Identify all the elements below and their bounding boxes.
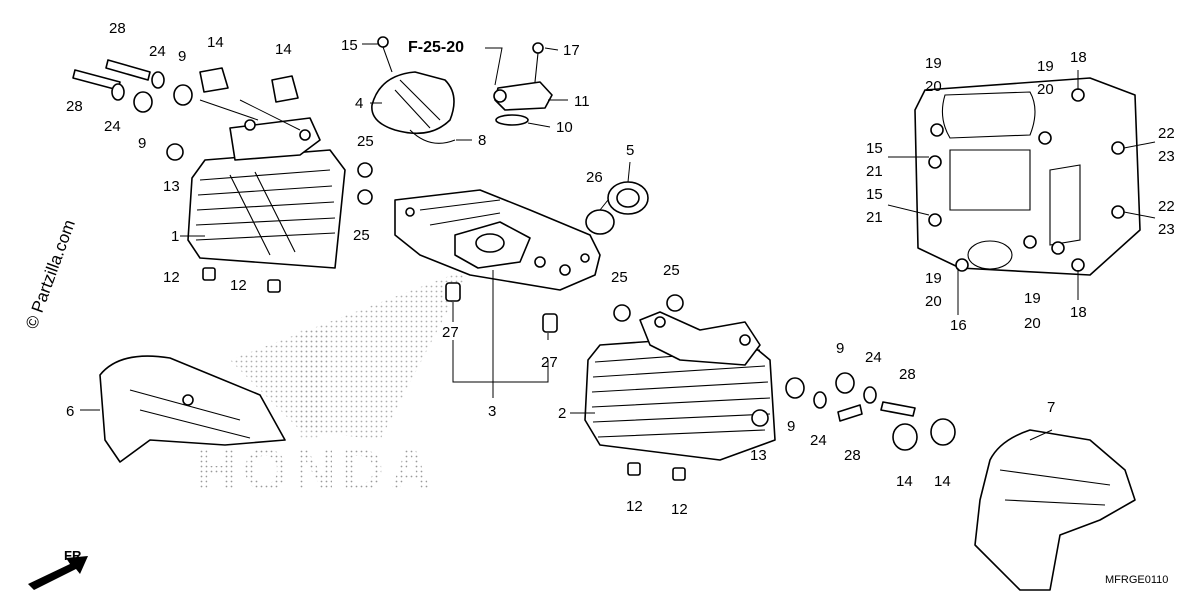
callouts: 1 2 3 4 5 6 7 8 9 9 9 9 10 11 12 12 12 1… [66,20,1175,518]
callout-9d: 9 [787,418,795,435]
sensor-part [493,42,553,126]
callout-23b: 23 [1158,221,1175,238]
callout-16: 16 [950,317,967,334]
callout-3: 3 [488,403,496,420]
callout-12d: 12 [671,501,688,518]
callout-4: 4 [355,95,363,112]
callout-28b: 28 [66,98,83,115]
callout-24c: 24 [865,349,882,366]
cylinder-head-part [394,189,601,291]
callout-12b: 12 [230,277,247,294]
callout-5: 5 [626,142,634,159]
callout-19c: 19 [925,270,942,287]
direction-label: FR. [64,548,85,563]
callout-20d: 20 [1024,315,1041,332]
callout-14b: 14 [275,41,292,58]
callout-10: 10 [556,119,573,136]
cover-gasket-part [371,36,456,144]
plug-and-oring-part [585,181,649,235]
callout-19d: 19 [1024,290,1041,307]
direction-arrow: FR. [28,548,88,590]
callout-15b: 15 [866,140,883,157]
honda-wing-watermark: HONDA [195,268,470,503]
callout-21a: 21 [866,163,883,180]
callout-19a: 19 [925,55,942,72]
callout-1: 1 [171,228,179,245]
front-cover-part [99,355,286,463]
rear-cover-part [974,429,1136,591]
callout-20b: 20 [1037,81,1054,98]
callout-20a: 20 [925,78,942,95]
callout-22b: 22 [1158,198,1175,215]
callout-7: 7 [1047,399,1055,416]
callout-9a: 9 [178,48,186,65]
callout-23a: 23 [1158,148,1175,165]
callout-25d: 25 [663,262,680,279]
callout-14c: 14 [896,473,913,490]
callout-28a: 28 [109,20,126,37]
callout-15a: 15 [341,37,358,54]
callout-19b: 19 [1037,58,1054,75]
callout-26: 26 [586,169,603,186]
callout-27a: 27 [442,324,459,341]
site-watermark: © Partzilla.com [22,217,79,331]
callout-2: 2 [558,405,566,422]
callout-13a: 13 [163,178,180,195]
callout-24d: 24 [810,432,827,449]
callout-6: 6 [66,403,74,420]
callout-13b: 13 [750,447,767,464]
right-hardware-cluster [445,282,956,481]
diagram-code: MFRGE0110 [1105,574,1168,586]
callout-14a: 14 [207,34,224,51]
callout-12a: 12 [163,269,180,286]
callout-9c: 9 [836,340,844,357]
left-hardware-cluster [72,59,373,293]
callout-25c: 25 [611,269,628,286]
callout-25b: 25 [353,227,370,244]
callout-28c: 28 [899,366,916,383]
callout-17: 17 [563,42,580,59]
front-cylinder-part [584,311,776,461]
leader-lines [80,43,1156,441]
callout-24b: 24 [104,118,121,135]
callout-24a: 24 [149,43,166,60]
head-gasket-part [914,77,1141,276]
honda-watermark-text: HONDA [195,438,438,503]
callout-25a: 25 [357,133,374,150]
callout-18b: 18 [1070,304,1087,321]
callout-20c: 20 [925,293,942,310]
callout-15c: 15 [866,186,883,203]
callout-28d: 28 [844,447,861,464]
rear-cylinder-part [187,117,346,269]
callout-27b: 27 [541,354,558,371]
callout-9b: 9 [138,135,146,152]
reference-label: F-25-20 [408,39,464,56]
callout-18a: 18 [1070,49,1087,66]
callout-22a: 22 [1158,125,1175,142]
callout-14d: 14 [934,473,951,490]
callout-12c: 12 [626,498,643,515]
callout-8: 8 [478,132,486,149]
callout-11: 11 [574,93,590,110]
callout-21b: 21 [866,209,883,226]
